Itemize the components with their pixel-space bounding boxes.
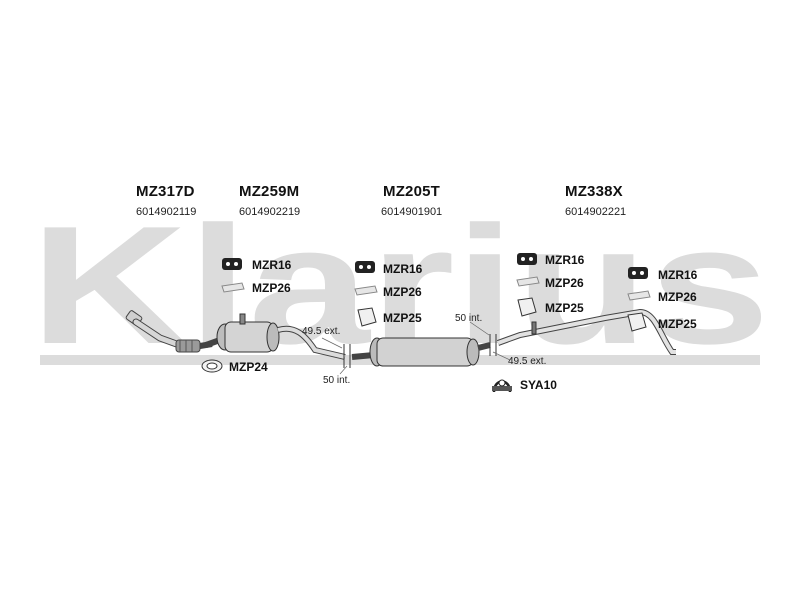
centre-silencer <box>351 337 491 367</box>
joint-2 <box>489 334 497 356</box>
fitting-label: MZR16 <box>658 268 698 282</box>
fitting-label: MZR16 <box>545 253 585 267</box>
gasket-icon <box>201 359 223 373</box>
part-code-front-silencer: MZ259M <box>239 183 300 200</box>
front-silencer <box>204 313 346 360</box>
measure-leaders <box>321 321 511 375</box>
part-number-centre-silencer: 6014901901 <box>381 206 443 218</box>
part-code-front-pipe: MZ317D <box>136 183 195 200</box>
rubber-mount-icon <box>222 253 648 279</box>
part-code-centre-silencer: MZ205T <box>383 183 441 200</box>
part-code-tail-pipe: MZ338X <box>565 183 623 200</box>
measurement-label: 49.5 ext. <box>302 326 341 337</box>
part-number-front-pipe: 6014902119 <box>136 206 197 218</box>
fitting-label: MZP24 <box>229 360 268 374</box>
fitting-label: MZR16 <box>252 258 292 272</box>
tail-pipe <box>496 308 676 355</box>
fitting-label: SYA10 <box>520 378 557 392</box>
measurement-label: 50 int. <box>323 375 351 386</box>
fitting-label: MZP26 <box>383 285 422 299</box>
fitting-label: MZR16 <box>383 262 423 276</box>
fitting-label: MZP25 <box>658 317 697 331</box>
part-number-tail-pipe: 6014902221 <box>565 206 627 218</box>
fitting-label: MZP26 <box>252 281 291 295</box>
rubber-hole-icon <box>226 257 644 275</box>
fitting-label: MZP26 <box>658 290 697 304</box>
measurement-label: 50 int. <box>455 313 483 324</box>
bracket-icon <box>221 276 651 301</box>
front-pipe <box>125 310 213 353</box>
joint-1 <box>343 344 351 368</box>
fitting-label: MZP26 <box>545 276 584 290</box>
measurement-label: 49.5 ext. <box>508 356 547 367</box>
fitting-label: MZP25 <box>383 311 422 325</box>
fitting-label: MZP25 <box>545 301 584 315</box>
hanger-clamp-icon <box>357 297 647 332</box>
part-number-front-silencer: 6014902219 <box>239 206 301 218</box>
u-clamp-icon <box>492 379 512 393</box>
